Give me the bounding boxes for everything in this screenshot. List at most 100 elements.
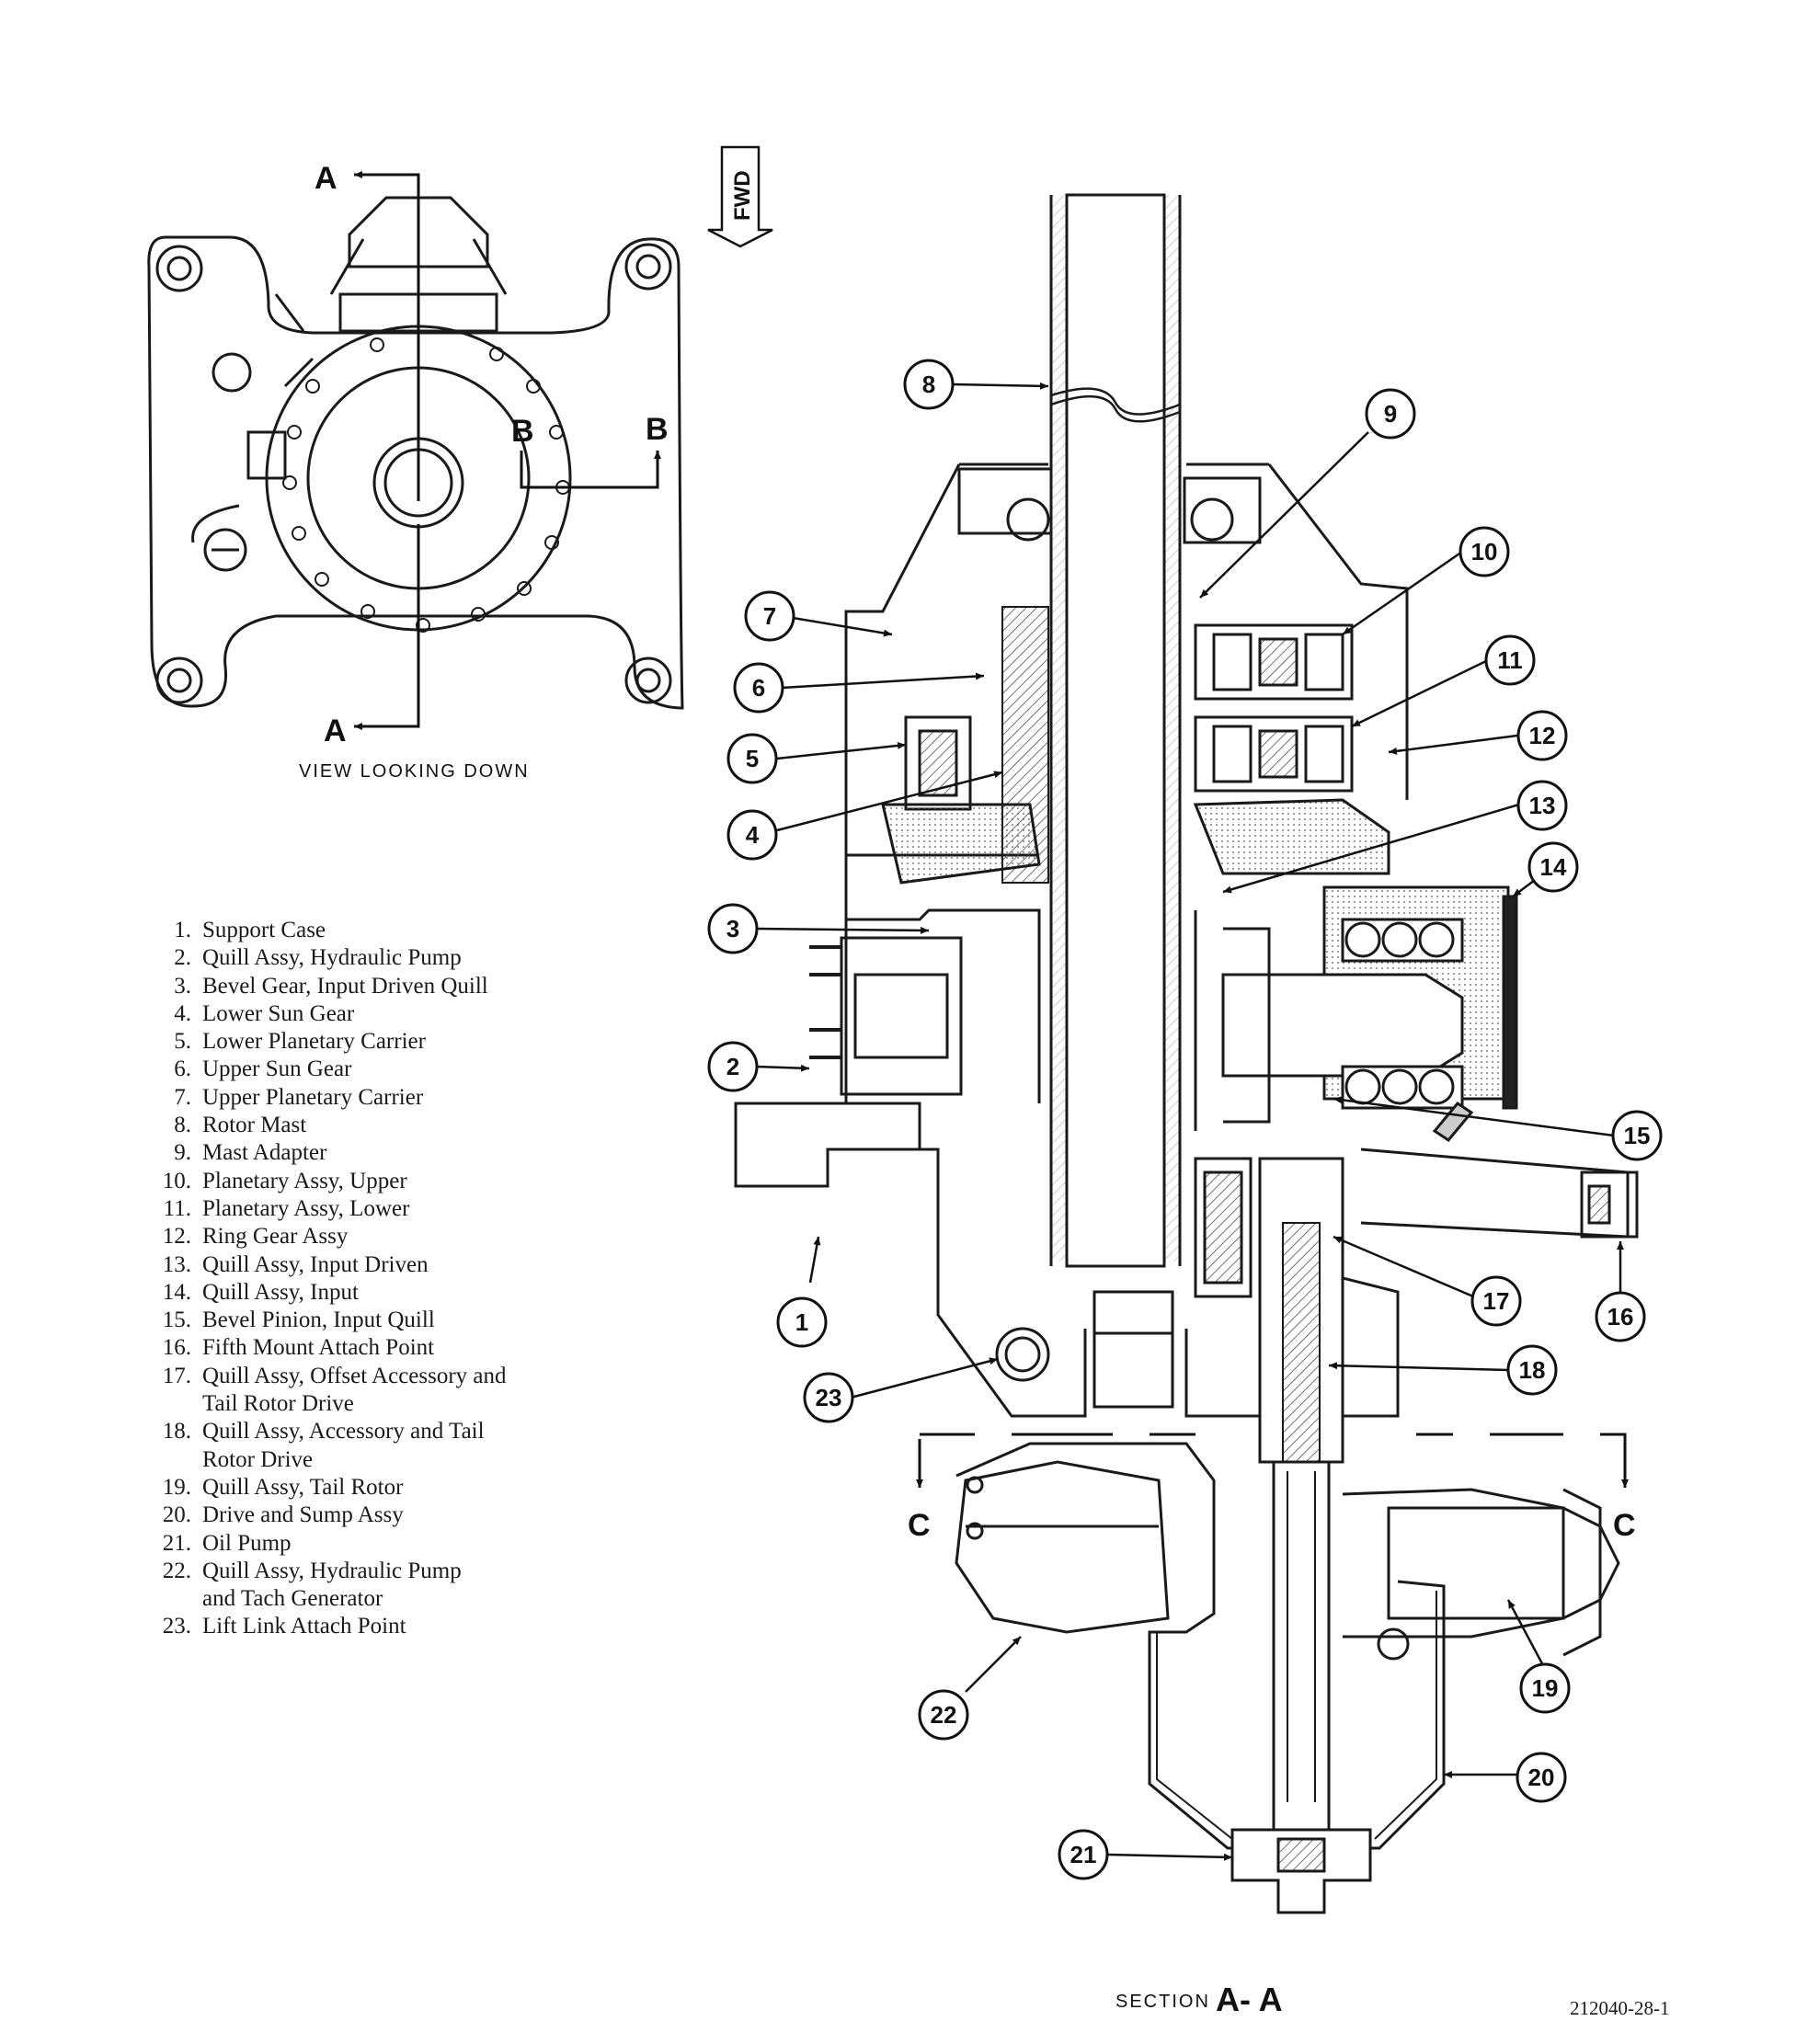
callout-23: 23	[816, 1384, 842, 1411]
legend-text: Quill Assy, Accessory and Tail	[202, 1419, 485, 1445]
callout-22: 22	[931, 1701, 957, 1729]
section-view-drawing	[734, 193, 1639, 1914]
legend-text: Quill Assy, Offset Accessory and	[202, 1363, 507, 1388]
legend-item: 12. Ring Gear Assy	[147, 1223, 579, 1250]
top-view-drawing	[147, 196, 684, 710]
legend-item: 16. Fifth Mount Attach Point	[147, 1334, 579, 1362]
callout-7: 7	[763, 602, 776, 630]
legend-item: 3.Bevel Gear, Input Driven Quill	[147, 973, 579, 1000]
legend-text: Upper Sun Gear	[202, 1056, 352, 1082]
legend-number: 3.	[174, 973, 191, 999]
legend-number: 11.	[163, 1195, 191, 1221]
legend-item: 7. Upper Planetary Carrier	[147, 1084, 579, 1112]
legend-item: 18. Quill Assy, Accessory and Tail	[147, 1418, 579, 1445]
section-line-a	[354, 171, 420, 730]
legend-number: 16.	[162, 1335, 191, 1361]
legend-item: 22. Quill Assy, Hydraulic Pump	[147, 1558, 579, 1585]
legend-item: 5.Lower Planetary Carrier	[147, 1028, 579, 1056]
legend-item: 13. Quill Assy, Input Driven	[147, 1251, 579, 1279]
top-view-caption: VIEW LOOKING DOWN	[299, 761, 530, 782]
section-caption-prefix: SECTION	[1115, 1992, 1210, 2012]
legend-item: 14. Quill Assy, Input	[147, 1279, 579, 1307]
callout-10: 10	[1471, 538, 1498, 565]
legend-number: 13.	[162, 1251, 191, 1277]
legend-number: 22.	[162, 1558, 191, 1583]
legend-text: Ring Gear Assy	[202, 1224, 349, 1250]
legend-text: and Tach Generator	[202, 1586, 383, 1612]
legend-number: 10.	[162, 1168, 191, 1193]
callout-5: 5	[746, 745, 759, 772]
section-line-b	[520, 451, 661, 489]
callout-15: 15	[1624, 1122, 1651, 1149]
legend-item: 17. Quill Assy, Offset Accessory and	[147, 1363, 579, 1390]
legend-number: 23.	[162, 1614, 191, 1639]
section-line-c	[916, 1433, 1625, 1488]
callout-leader-lines	[755, 382, 1624, 1861]
section-marker-b-right: B	[646, 412, 669, 447]
callout-8: 8	[922, 371, 935, 398]
legend-text: Fifth Mount Attach Point	[202, 1335, 435, 1361]
callout-19: 19	[1532, 1674, 1559, 1702]
legend-number: 7.	[174, 1084, 191, 1110]
legend-text: Lower Planetary Carrier	[202, 1029, 426, 1055]
legend-text: Quill Assy, Hydraulic Pump	[202, 1558, 462, 1583]
callout-18: 18	[1519, 1356, 1546, 1384]
legend-item: 20. Drive and Sump Assy	[147, 1502, 579, 1529]
callout-21: 21	[1070, 1841, 1097, 1868]
legend-text: Planetary Assy, Lower	[202, 1195, 410, 1221]
callout-numbers: 1 2 3 4 5 6 7 8 9 10 11 12 13 14 15 16 1…	[726, 371, 1651, 1868]
section-marker-b-left: B	[511, 414, 534, 449]
legend-item: Rotor Drive	[147, 1446, 579, 1474]
callout-20: 20	[1528, 1764, 1555, 1791]
legend-text: Rotor Mast	[202, 1113, 307, 1138]
legend-text: Tail Rotor Drive	[202, 1391, 354, 1417]
legend-text: Rotor Drive	[202, 1446, 314, 1472]
legend-number: 4.	[174, 1000, 191, 1026]
legend-text: Oil Pump	[202, 1530, 292, 1556]
legend-number: 9.	[174, 1140, 191, 1166]
legend-item: 15. Bevel Pinion, Input Quill	[147, 1307, 579, 1334]
legend-number: 1.	[174, 918, 191, 942]
legend-number: 15.	[162, 1307, 191, 1333]
legend-text: Quill Assy, Tail Rotor	[202, 1474, 404, 1500]
callout-6: 6	[752, 674, 765, 702]
figure-number: 212040-28-1	[1570, 1997, 1670, 2019]
legend-number: 17.	[162, 1363, 191, 1388]
callout-4: 4	[746, 821, 760, 849]
legend-text: Quill Assy, Input	[202, 1279, 359, 1305]
legend-text: Lower Sun Gear	[202, 1000, 355, 1026]
section-marker-c-right: C	[1613, 1508, 1636, 1543]
legend-item: 2.Quill Assy, Hydraulic Pump	[147, 944, 579, 972]
legend-item: Tail Rotor Drive	[147, 1390, 579, 1418]
legend-number: 2.	[174, 945, 191, 971]
parts-legend: 1.Support Case 2.Quill Assy, Hydraulic P…	[147, 917, 579, 1641]
legend-number: 14.	[162, 1279, 191, 1305]
legend-number: 18.	[162, 1419, 191, 1445]
legend-item: 8.Rotor Mast	[147, 1112, 579, 1139]
callout-11: 11	[1497, 646, 1523, 674]
legend-text: Upper Planetary Carrier	[202, 1084, 424, 1110]
legend-text: Bevel Pinion, Input Quill	[202, 1307, 435, 1333]
legend-text: Mast Adapter	[202, 1140, 327, 1166]
callout-9: 9	[1384, 400, 1397, 428]
legend-item: 9. Mast Adapter	[147, 1139, 579, 1167]
legend-number: 6.	[174, 1056, 191, 1082]
callout-12: 12	[1529, 722, 1556, 749]
legend-text: Drive and Sump Assy	[202, 1502, 404, 1528]
legend-item: 21.Oil Pump	[147, 1530, 579, 1558]
legend-item: 4. Lower Sun Gear	[147, 1000, 579, 1028]
legend-text: Quill Assy, Input Driven	[202, 1251, 429, 1277]
legend-text: Support Case	[202, 918, 326, 942]
legend-item: 11. Planetary Assy, Lower	[147, 1195, 579, 1223]
callout-circles	[707, 359, 1663, 1880]
legend-item: 19.Quill Assy, Tail Rotor	[147, 1474, 579, 1502]
legend-number	[147, 1585, 202, 1613]
callout-17: 17	[1483, 1287, 1510, 1315]
fwd-arrow-icon	[707, 145, 773, 248]
fwd-label: FWD	[730, 170, 755, 221]
legend-number: 20.	[162, 1502, 191, 1528]
legend-number: 12.	[162, 1224, 191, 1250]
legend-number	[147, 1446, 202, 1474]
legend-item: 10.Planetary Assy, Upper	[147, 1168, 579, 1195]
